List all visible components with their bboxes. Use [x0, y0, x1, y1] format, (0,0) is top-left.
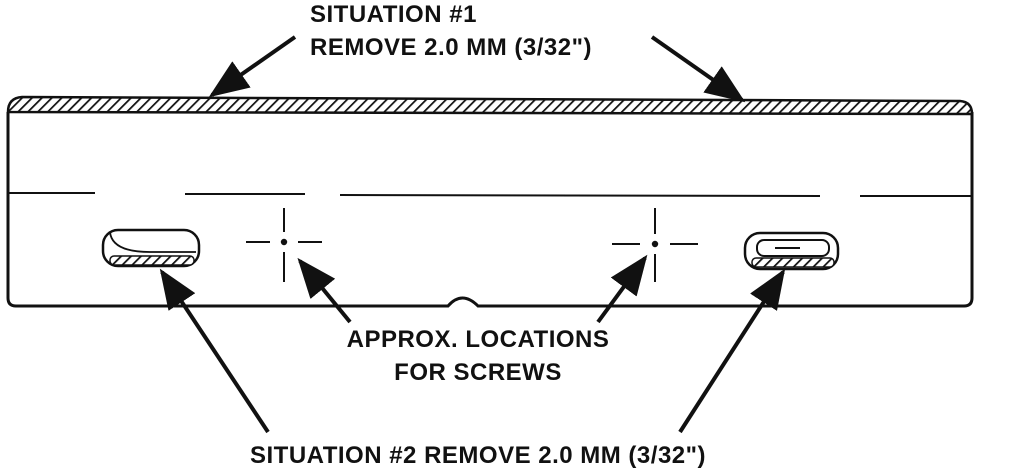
panel-body [6, 112, 974, 308]
situation2-right-arrow [678, 268, 786, 434]
left-slot [101, 228, 201, 268]
situation2-label: SITUATION #2 REMOVE 2.0 MM (3/32") [250, 442, 706, 469]
screws-label-line2: FOR SCREWS [394, 359, 562, 386]
screw-left-arrow [297, 257, 352, 324]
situation1-left-arrow [208, 35, 297, 98]
right-slot [743, 231, 840, 271]
panel-divider-line [8, 192, 972, 197]
screws-label-line1: APPROX. LOCATIONS [347, 326, 610, 353]
situation1-right-arrow [650, 35, 746, 103]
situation1-instruction: REMOVE 2.0 MM (3/32") [310, 34, 592, 61]
situation1-title: SITUATION #1 [310, 1, 477, 28]
screw-right-arrow [596, 254, 648, 324]
situation2-left-arrow [159, 268, 270, 434]
right-screw-crosshair [612, 208, 698, 282]
left-screw-crosshair [246, 208, 322, 282]
top-edge-hatched-surface [6, 95, 974, 116]
